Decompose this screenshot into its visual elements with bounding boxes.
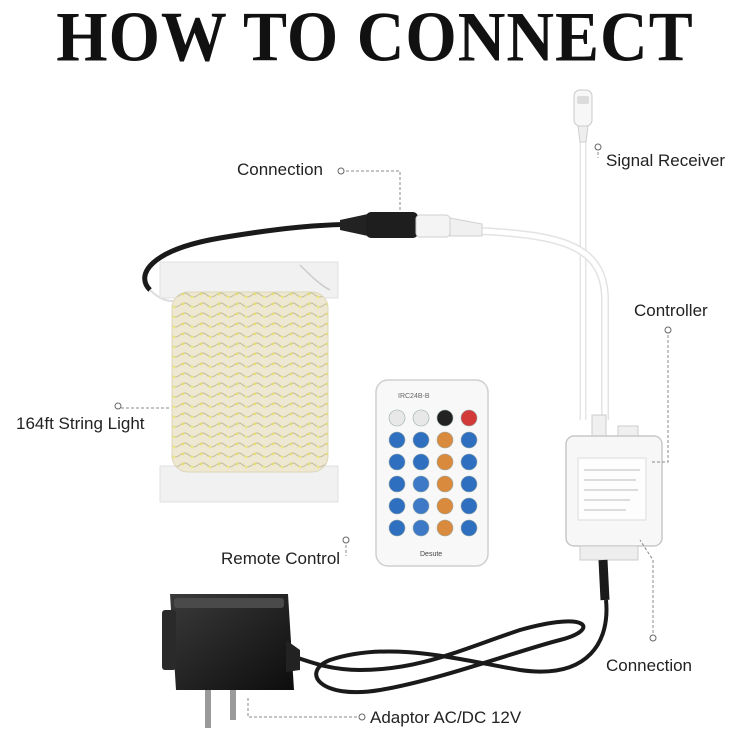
- leader-dots: [114, 143, 672, 721]
- remote-button: [460, 519, 478, 537]
- remote-button: [412, 497, 430, 515]
- label-connection-bottom: Connection: [606, 656, 693, 675]
- remote-button: [436, 519, 454, 537]
- string-light-spool: [159, 261, 339, 503]
- remote-button: [460, 497, 478, 515]
- remote-button: [460, 431, 478, 449]
- remote-button: [436, 453, 454, 471]
- remote-buttons: [388, 409, 478, 537]
- remote-brand-text: Desute: [420, 551, 442, 558]
- signal-receiver: [573, 89, 593, 143]
- power-adaptor: [162, 594, 300, 728]
- remote-button: [436, 475, 454, 493]
- remote-button: [412, 453, 430, 471]
- label-controller: Controller: [634, 301, 708, 320]
- remote-button: [388, 519, 406, 537]
- remote-button: [388, 453, 406, 471]
- remote-button: [436, 431, 454, 449]
- label-adaptor: Adaptor AC/DC 12V: [370, 708, 522, 727]
- remote-button: [388, 409, 406, 427]
- label-signal-receiver: Signal Receiver: [606, 151, 726, 170]
- power-cable: [291, 559, 610, 695]
- remote-button: [412, 475, 430, 493]
- remote-button: [412, 431, 430, 449]
- label-remote-control: Remote Control: [221, 549, 341, 568]
- remote-button: [460, 453, 478, 471]
- remote-button: [412, 409, 430, 427]
- remote-button: [436, 409, 454, 427]
- remote-button: [460, 475, 478, 493]
- connection-connector: [340, 212, 483, 238]
- remote-model-text: IRC24B-B: [398, 393, 430, 400]
- remote-control: IRC24B-B Desute: [375, 379, 489, 567]
- remote-button: [388, 497, 406, 515]
- remote-button: [436, 497, 454, 515]
- remote-button: [412, 519, 430, 537]
- label-connection-top: Connection: [237, 160, 324, 179]
- label-string-light: 164ft String Light: [16, 414, 145, 433]
- remote-button: [460, 409, 478, 427]
- light-to-controller-cable: [479, 227, 609, 420]
- page-title: HOW TO CONNECT: [56, 0, 694, 77]
- remote-button: [388, 475, 406, 493]
- controller-box: [565, 414, 663, 561]
- remote-button: [388, 431, 406, 449]
